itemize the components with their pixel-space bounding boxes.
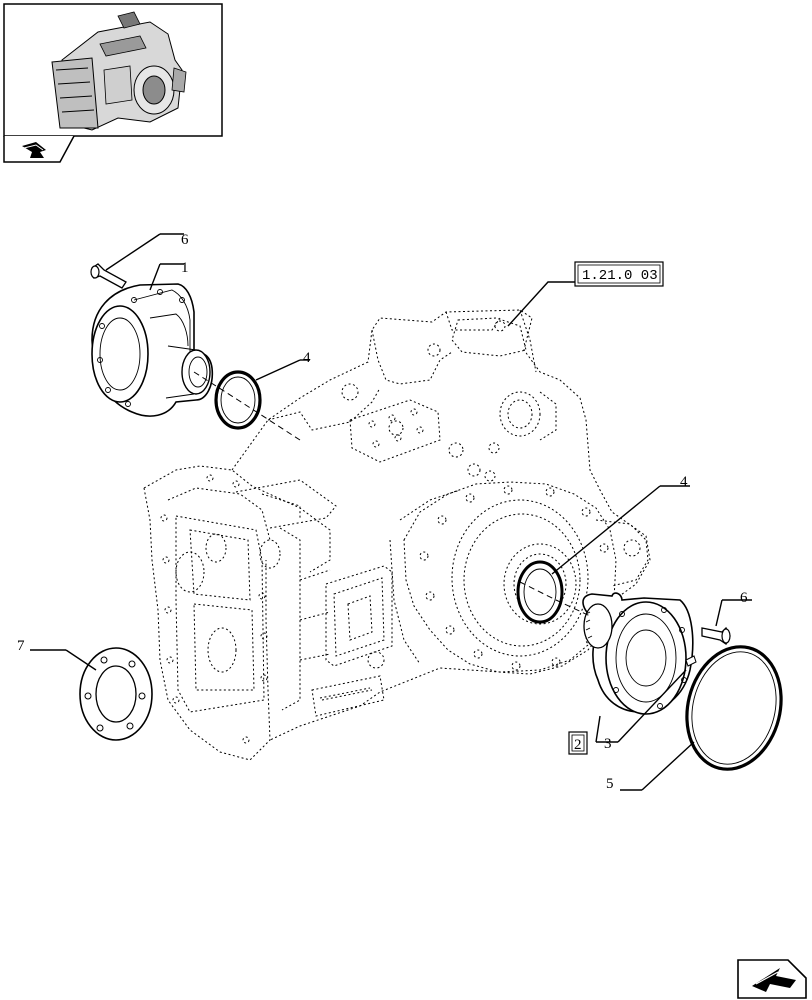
label-item-4-right: 4 [680,474,688,490]
assembly-thumbnail-icon [51,11,187,131]
transmission-housing [143,309,651,761]
part-7-gasket[interactable] [79,647,153,741]
next-page-arrow-icon [752,968,796,992]
overview-thumbnail[interactable] [3,3,223,163]
back-arrow-icon [22,142,46,158]
label-item-2: 2 [574,737,582,753]
part-6-bolt-top[interactable] [90,263,127,289]
part-6-bolt-right[interactable] [701,626,731,645]
callout-labels: 6 1 4 7 4 6 3 5 [17,232,748,792]
label-item-7: 7 [17,638,25,654]
part-5-oring-large[interactable] [674,637,793,780]
part-pin [685,655,697,667]
callout-item-2[interactable]: 2 [568,731,588,755]
part-3-right-cover[interactable] [582,592,694,715]
label-item-4-top: 4 [303,350,311,366]
part-4-oring-top[interactable] [214,370,262,430]
label-item-1: 1 [181,260,189,276]
next-page-button[interactable] [737,959,807,999]
cross-reference-box[interactable]: 1.21.0 03 [574,261,664,287]
label-item-6-top: 6 [181,232,189,248]
leader-lines [30,233,752,791]
cross-reference-text: 1.21.0 03 [582,268,658,284]
label-item-5: 5 [606,776,614,792]
part-1-cover[interactable] [91,283,214,417]
label-item-3: 3 [604,736,612,752]
label-item-6-right: 6 [740,590,748,606]
